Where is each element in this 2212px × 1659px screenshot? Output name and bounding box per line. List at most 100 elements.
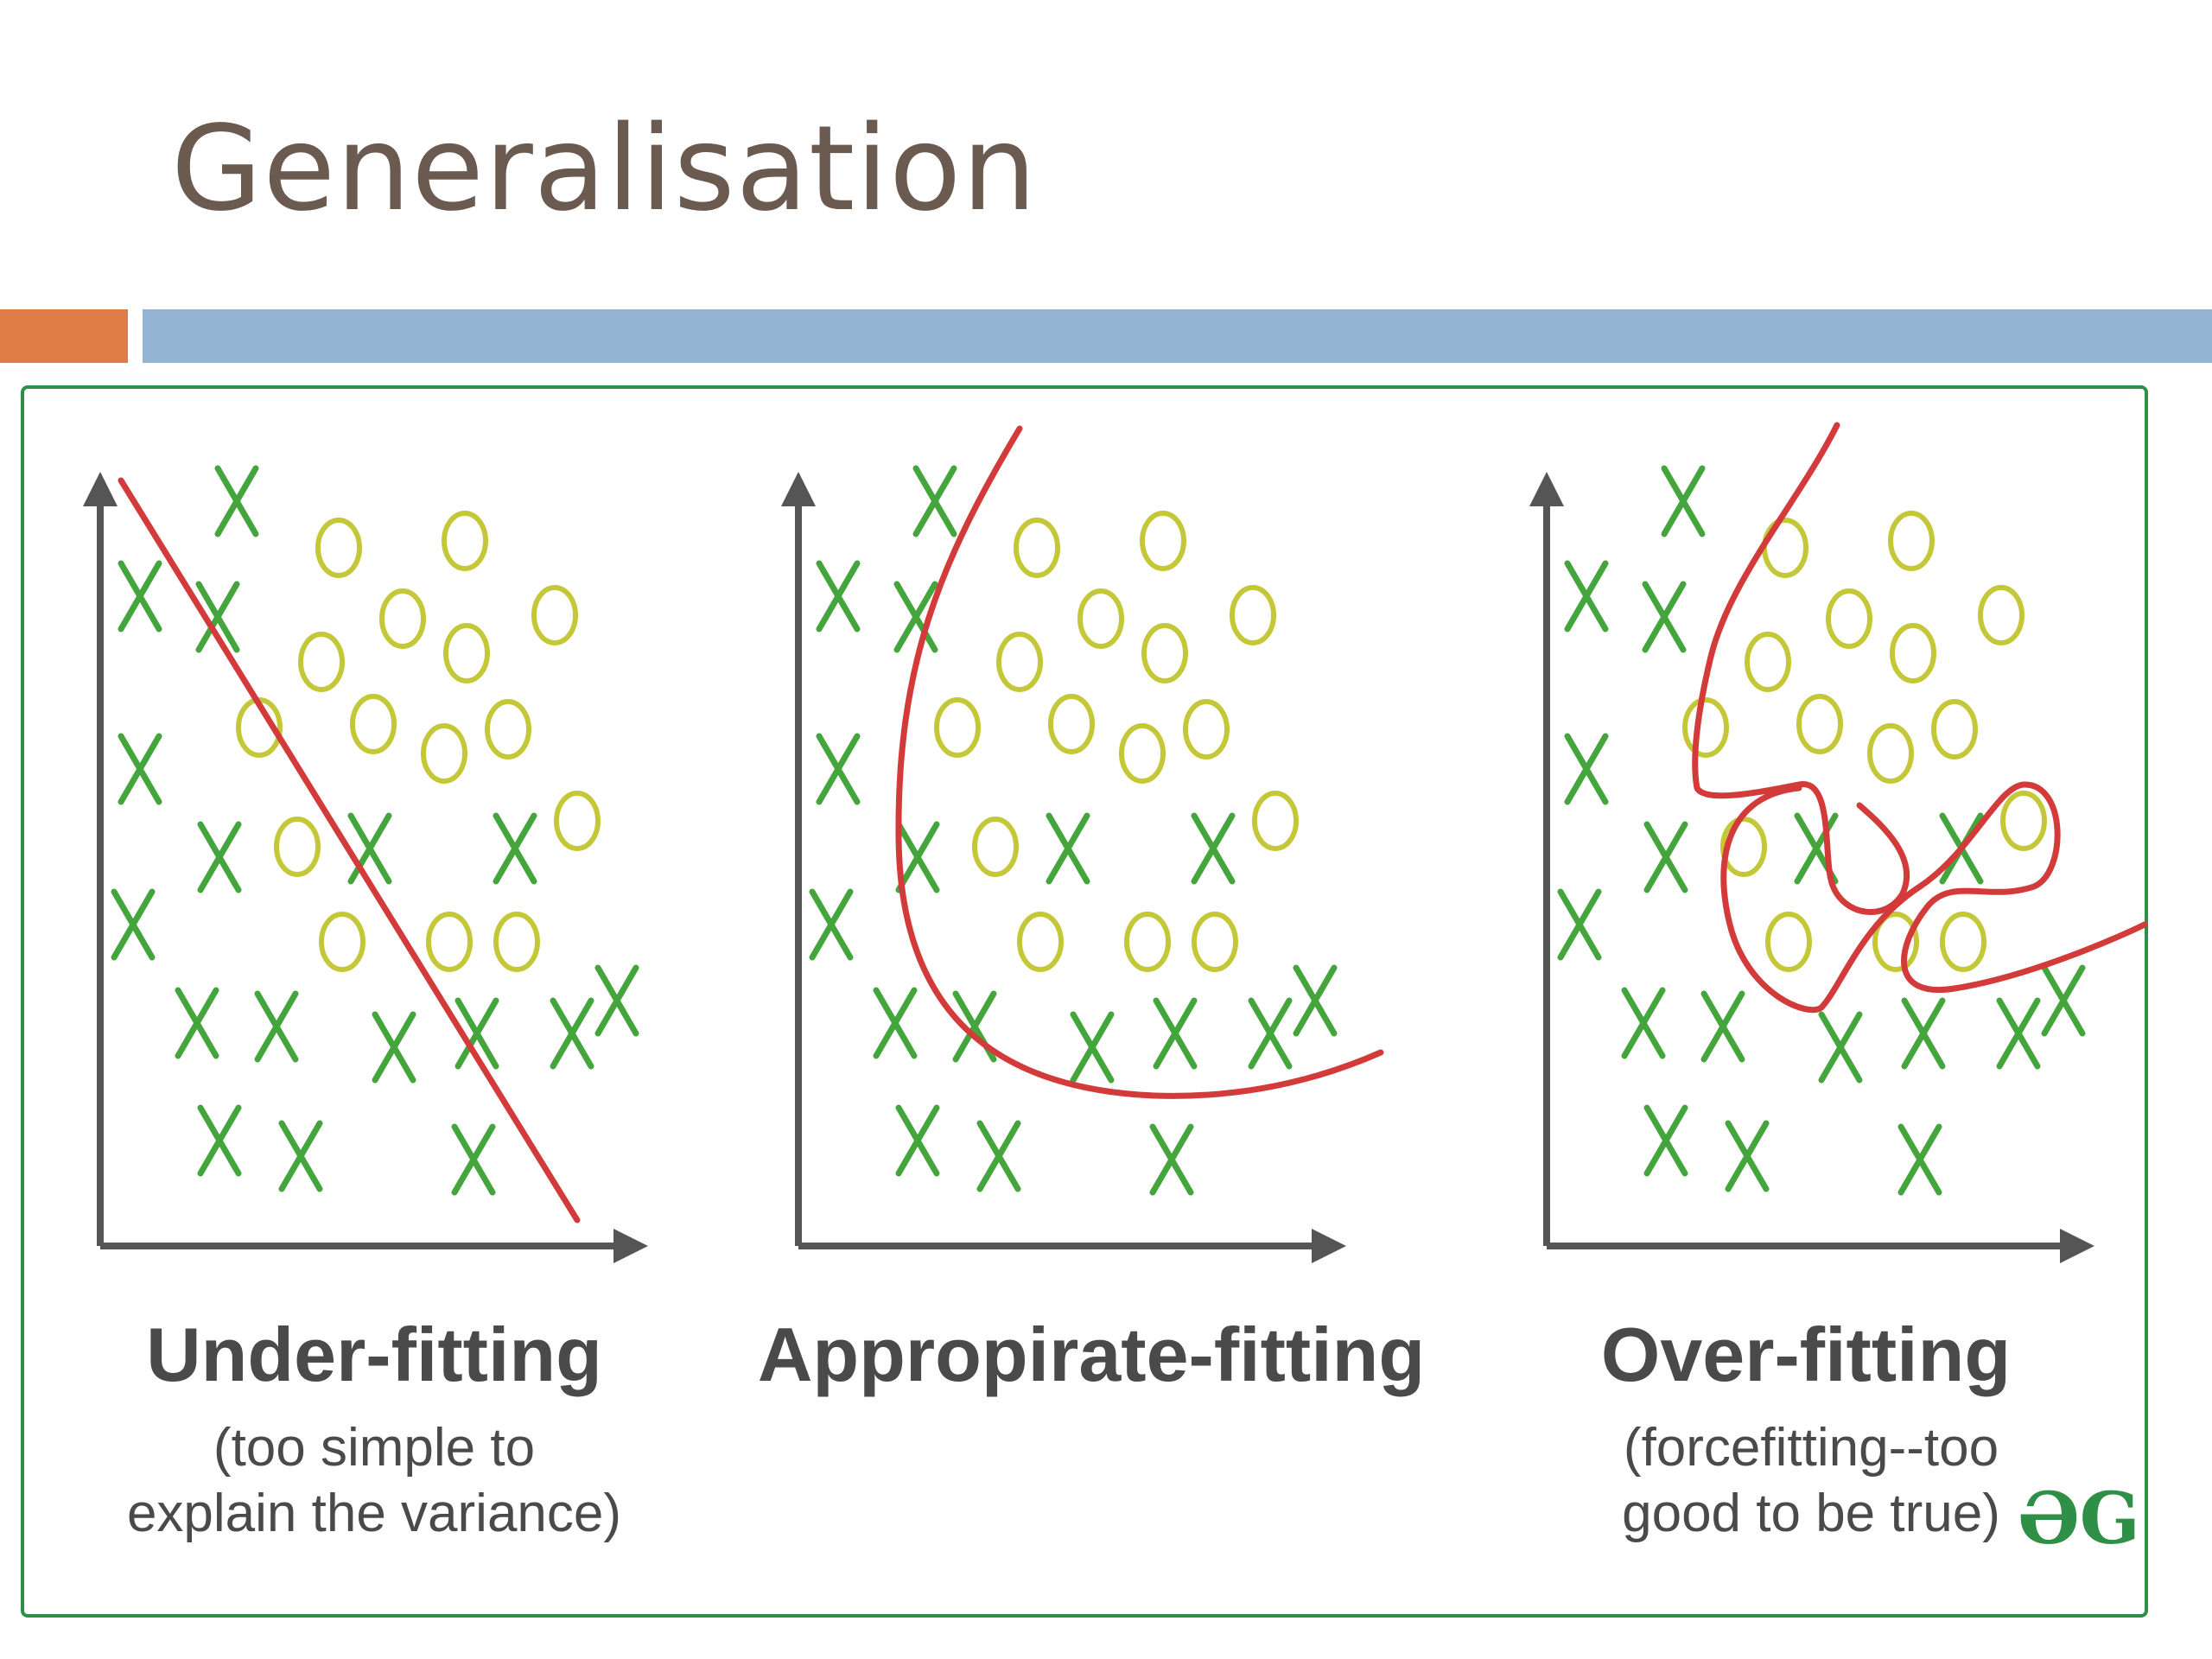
cross-point <box>372 1011 416 1084</box>
circle-point <box>1183 699 1230 760</box>
fitting-illustration: Under-fitting (too simple to explain the… <box>83 422 2148 1560</box>
circle-point <box>443 623 490 683</box>
cross-point <box>1293 964 1338 1037</box>
cross-point <box>1642 581 1687 653</box>
circle-point <box>1765 912 1812 972</box>
cross-point <box>1818 1011 1863 1084</box>
circle-point <box>1762 518 1808 578</box>
circle-point <box>274 817 321 877</box>
circle-point <box>1720 817 1767 877</box>
cross-point <box>1621 987 1666 1059</box>
panel-label-over: Over-fitting <box>1601 1312 2011 1397</box>
cross-point <box>873 987 918 1059</box>
panel-note-under-line2: explain the variance) <box>127 1484 621 1543</box>
panel-label-appropriate: Appropirate-fitting <box>758 1312 1425 1397</box>
cross-point <box>1725 1120 1770 1192</box>
circle-point <box>1230 585 1276 645</box>
cross-point <box>1564 733 1609 805</box>
circle-point <box>1978 585 2024 645</box>
cross-point <box>118 733 162 805</box>
boundary-line-linear <box>118 477 581 1224</box>
circle-point <box>493 912 540 972</box>
cross-point <box>895 821 940 893</box>
circle-point <box>1745 632 1791 692</box>
cross-point <box>895 1104 940 1177</box>
circle-point <box>1682 697 1729 758</box>
cross-point <box>111 888 156 961</box>
circle-point <box>1140 511 1186 571</box>
panel-label-under: Under-fitting <box>146 1312 602 1397</box>
cross-point <box>1643 821 1688 893</box>
cross-point <box>454 997 499 1070</box>
circle-point <box>1931 699 1978 760</box>
circle-point <box>1141 623 1188 683</box>
cross-point <box>2041 964 2086 1037</box>
cross-point <box>893 581 938 653</box>
cross-point <box>493 812 537 885</box>
circle-point <box>1796 694 1843 754</box>
cross-point <box>816 733 861 805</box>
circle-point <box>972 817 1019 877</box>
accent-bar-orange <box>0 309 128 363</box>
cross-point <box>1897 1123 1942 1196</box>
cross-point <box>197 1104 242 1177</box>
boundary-curve-overfit-lower <box>1720 781 2148 1014</box>
circle-point <box>1119 723 1166 784</box>
circle-point <box>319 912 365 972</box>
circle-point <box>1888 511 1935 571</box>
cross-point <box>1046 812 1090 885</box>
circle-point <box>531 585 578 645</box>
circle-point <box>421 723 467 784</box>
cross-point <box>175 987 219 1059</box>
boundary-curve-smooth <box>895 425 1384 1099</box>
cross-point <box>1564 560 1609 632</box>
panel-under-fitting <box>83 465 648 1263</box>
circle-point <box>379 588 426 649</box>
cross-point <box>197 821 242 893</box>
cross-point <box>118 560 162 632</box>
cross-point <box>1661 465 1706 537</box>
illustration-frame: Under-fitting (too simple to explain the… <box>21 385 2148 1618</box>
circle-point <box>1124 912 1171 972</box>
panel-note-over-line1: (forcefitting--too <box>1624 1418 1999 1478</box>
cross-point <box>1643 1104 1688 1177</box>
circle-point <box>1826 588 1872 649</box>
panel-appropriate-fitting <box>781 425 1384 1263</box>
cross-point <box>214 465 259 537</box>
circle-point <box>1048 694 1095 754</box>
circle-point <box>2000 791 2047 851</box>
circle-point <box>426 912 473 972</box>
cross-point <box>451 1123 496 1196</box>
accent-bar-blue <box>143 309 2212 363</box>
panel-note-under-line1: (too simple to <box>213 1418 535 1478</box>
boundary-curve-overfit-upper <box>1692 422 1910 915</box>
circle-point <box>442 511 488 571</box>
cross-point <box>1153 997 1198 1070</box>
circle-point <box>1940 912 1986 972</box>
cross-point <box>1557 888 1602 961</box>
cross-point <box>594 964 639 1037</box>
cross-point <box>816 560 861 632</box>
cross-point <box>550 997 594 1070</box>
circle-point <box>1192 912 1238 972</box>
circle-point <box>298 632 345 692</box>
cross-point <box>976 1120 1021 1192</box>
cross-point <box>1149 1123 1194 1196</box>
circle-point <box>934 697 981 758</box>
cross-point <box>1248 997 1293 1070</box>
cross-point <box>195 581 240 653</box>
circle-point <box>996 632 1043 692</box>
circle-point <box>1017 912 1064 972</box>
cross-point <box>1700 990 1745 1063</box>
circle-point <box>1890 623 1936 683</box>
circle-point <box>350 694 397 754</box>
circle-point <box>1252 791 1299 851</box>
circle-point <box>554 791 601 851</box>
geeksforgeeks-logo-icon: ƏG <box>2018 1478 2139 1560</box>
circle-point <box>485 699 531 760</box>
cross-point <box>809 888 854 961</box>
panel-over-fitting <box>1529 422 2148 1263</box>
circle-point <box>1077 588 1124 649</box>
cross-point <box>1901 997 1946 1070</box>
panel-note-over-line2: good to be true) <box>1622 1484 2000 1543</box>
